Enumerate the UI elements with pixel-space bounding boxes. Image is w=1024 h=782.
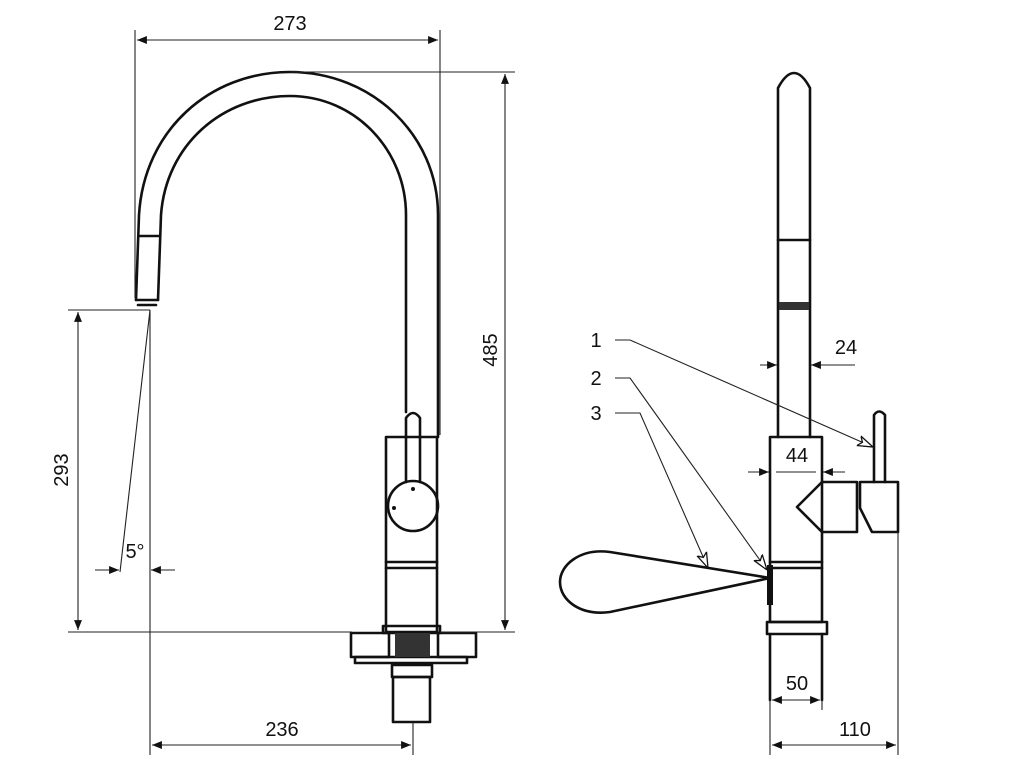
handle-ball	[386, 479, 440, 533]
lever	[404, 411, 422, 484]
callout-3: 3	[590, 403, 601, 425]
countertop-section-left	[349, 631, 391, 659]
spout-outer	[134, 70, 440, 439]
spout-inner	[156, 94, 408, 414]
callout-1: 1	[590, 330, 601, 352]
body	[384, 435, 439, 634]
countertop-section-right	[436, 631, 478, 659]
dim-110: 110	[839, 719, 871, 741]
spray-pattern	[558, 550, 772, 614]
dim-236: 236	[265, 719, 298, 741]
side-view: 24 44 50 110 1 2 3	[558, 71, 900, 755]
dim-485: 485	[480, 333, 502, 366]
side-lever	[872, 410, 887, 484]
side-lever-housing	[795, 480, 859, 534]
dim-24: 24	[835, 337, 857, 359]
side-spout	[776, 71, 812, 439]
front-view: 273 485 293 236 5°	[51, 13, 515, 755]
dim-50: 50	[786, 673, 808, 695]
dim-293: 293	[51, 453, 73, 486]
dim-angle: 5°	[125, 541, 144, 563]
dim-273: 273	[273, 13, 306, 35]
thread-shank	[391, 675, 432, 724]
callout-2: 2	[590, 368, 601, 390]
dim-44: 44	[786, 445, 808, 467]
